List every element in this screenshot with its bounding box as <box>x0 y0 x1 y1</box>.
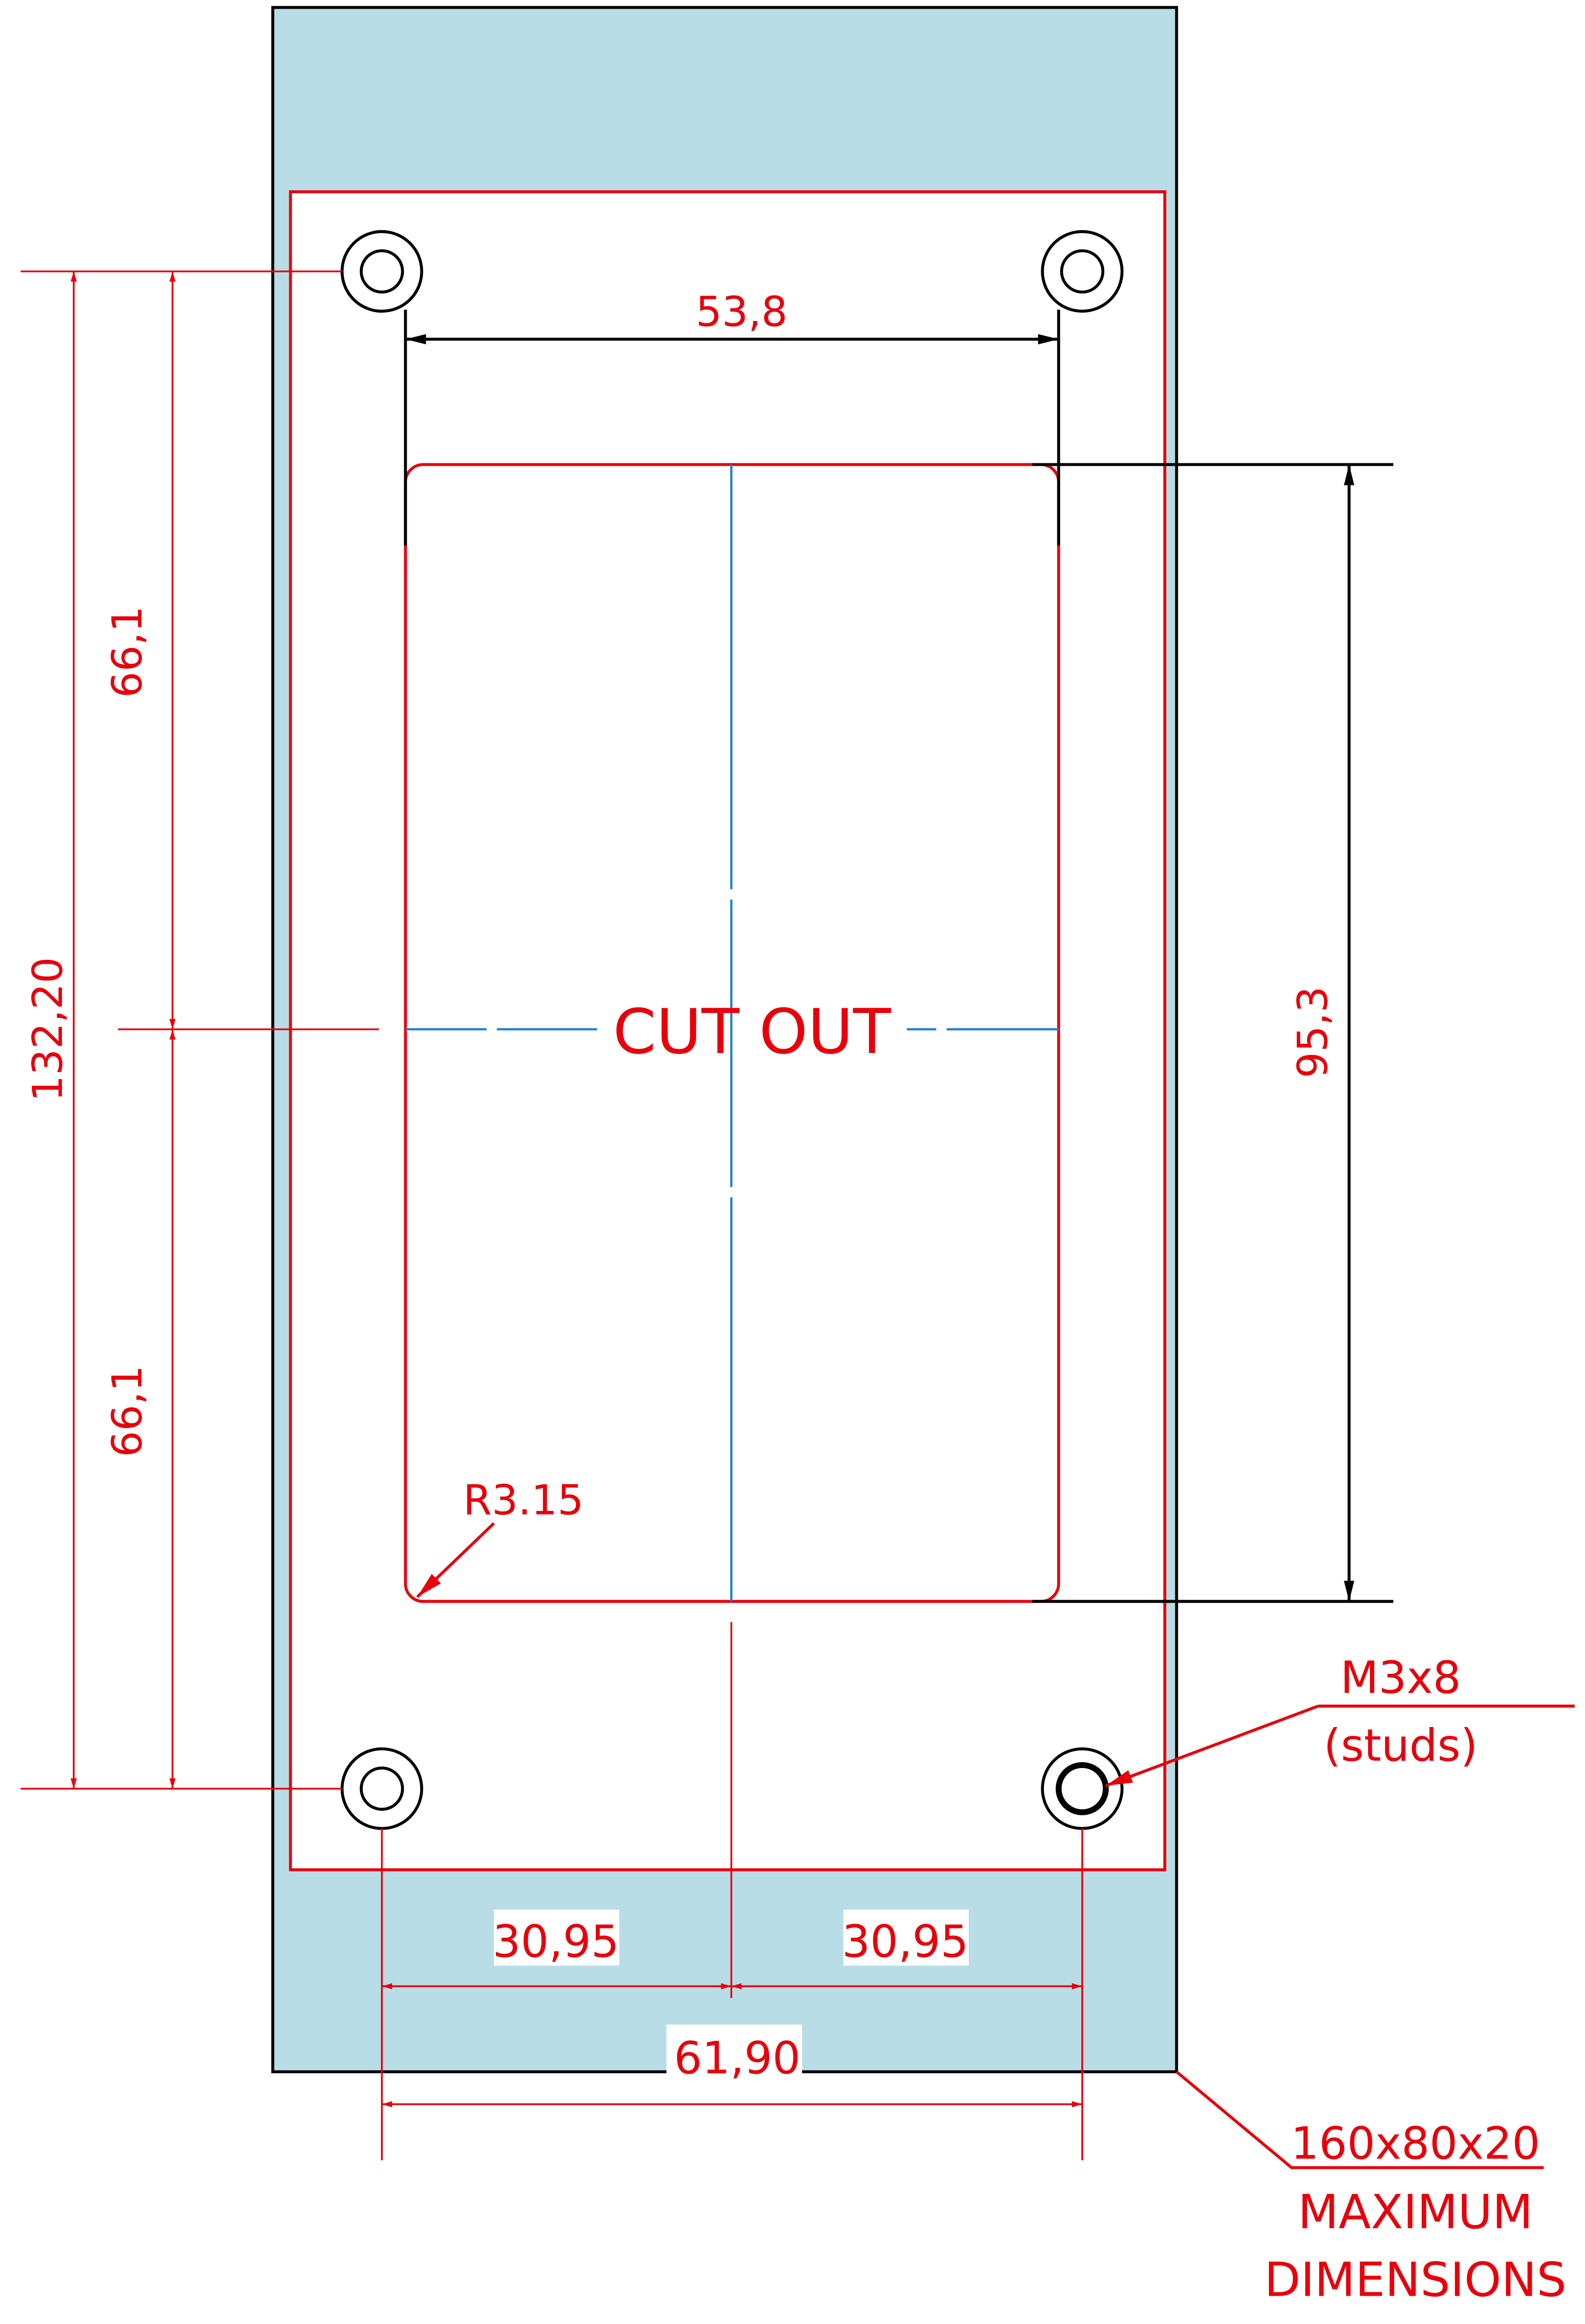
stud-spec-label: M3x8 <box>1340 1652 1461 1704</box>
dim-label-61-90: 61,90 <box>674 2033 801 2084</box>
max-note-2: DIMENSIONS <box>1264 2252 1566 2307</box>
dim-label-30-95-right: 30,95 <box>842 1916 969 1967</box>
hole-top-right-icon <box>1041 230 1124 313</box>
dim-label-132-20: 132,20 <box>23 957 72 1101</box>
dim-vertical-left <box>20 270 379 1790</box>
dim-label-53-8: 53,8 <box>695 287 787 336</box>
mounting-holes <box>340 230 1124 1830</box>
radius-label: R3.15 <box>463 1476 584 1524</box>
max-dim-leader <box>1175 2070 1544 2169</box>
dim-53-8 <box>404 310 1060 546</box>
dim-label-66-1-upper: 66,1 <box>103 606 151 697</box>
dim-95-3 <box>1032 463 1393 1603</box>
stud-note-label: (studs) <box>1324 1720 1478 1771</box>
max-size-label: 160x80x20 <box>1291 2118 1540 2169</box>
centerlines <box>405 464 1059 1602</box>
dim-label-30-95-left: 30,95 <box>493 1916 619 1967</box>
dim-label-66-1-lower: 66,1 <box>103 1365 151 1457</box>
cutout-label: CUT OUT <box>613 995 891 1068</box>
stud-leader <box>1105 1705 1575 1788</box>
max-note-1: MAXIMUM <box>1298 2184 1533 2239</box>
dim-horizontal-bottom <box>381 1622 1083 2161</box>
dim-label-95-3: 95,3 <box>1288 986 1337 1078</box>
